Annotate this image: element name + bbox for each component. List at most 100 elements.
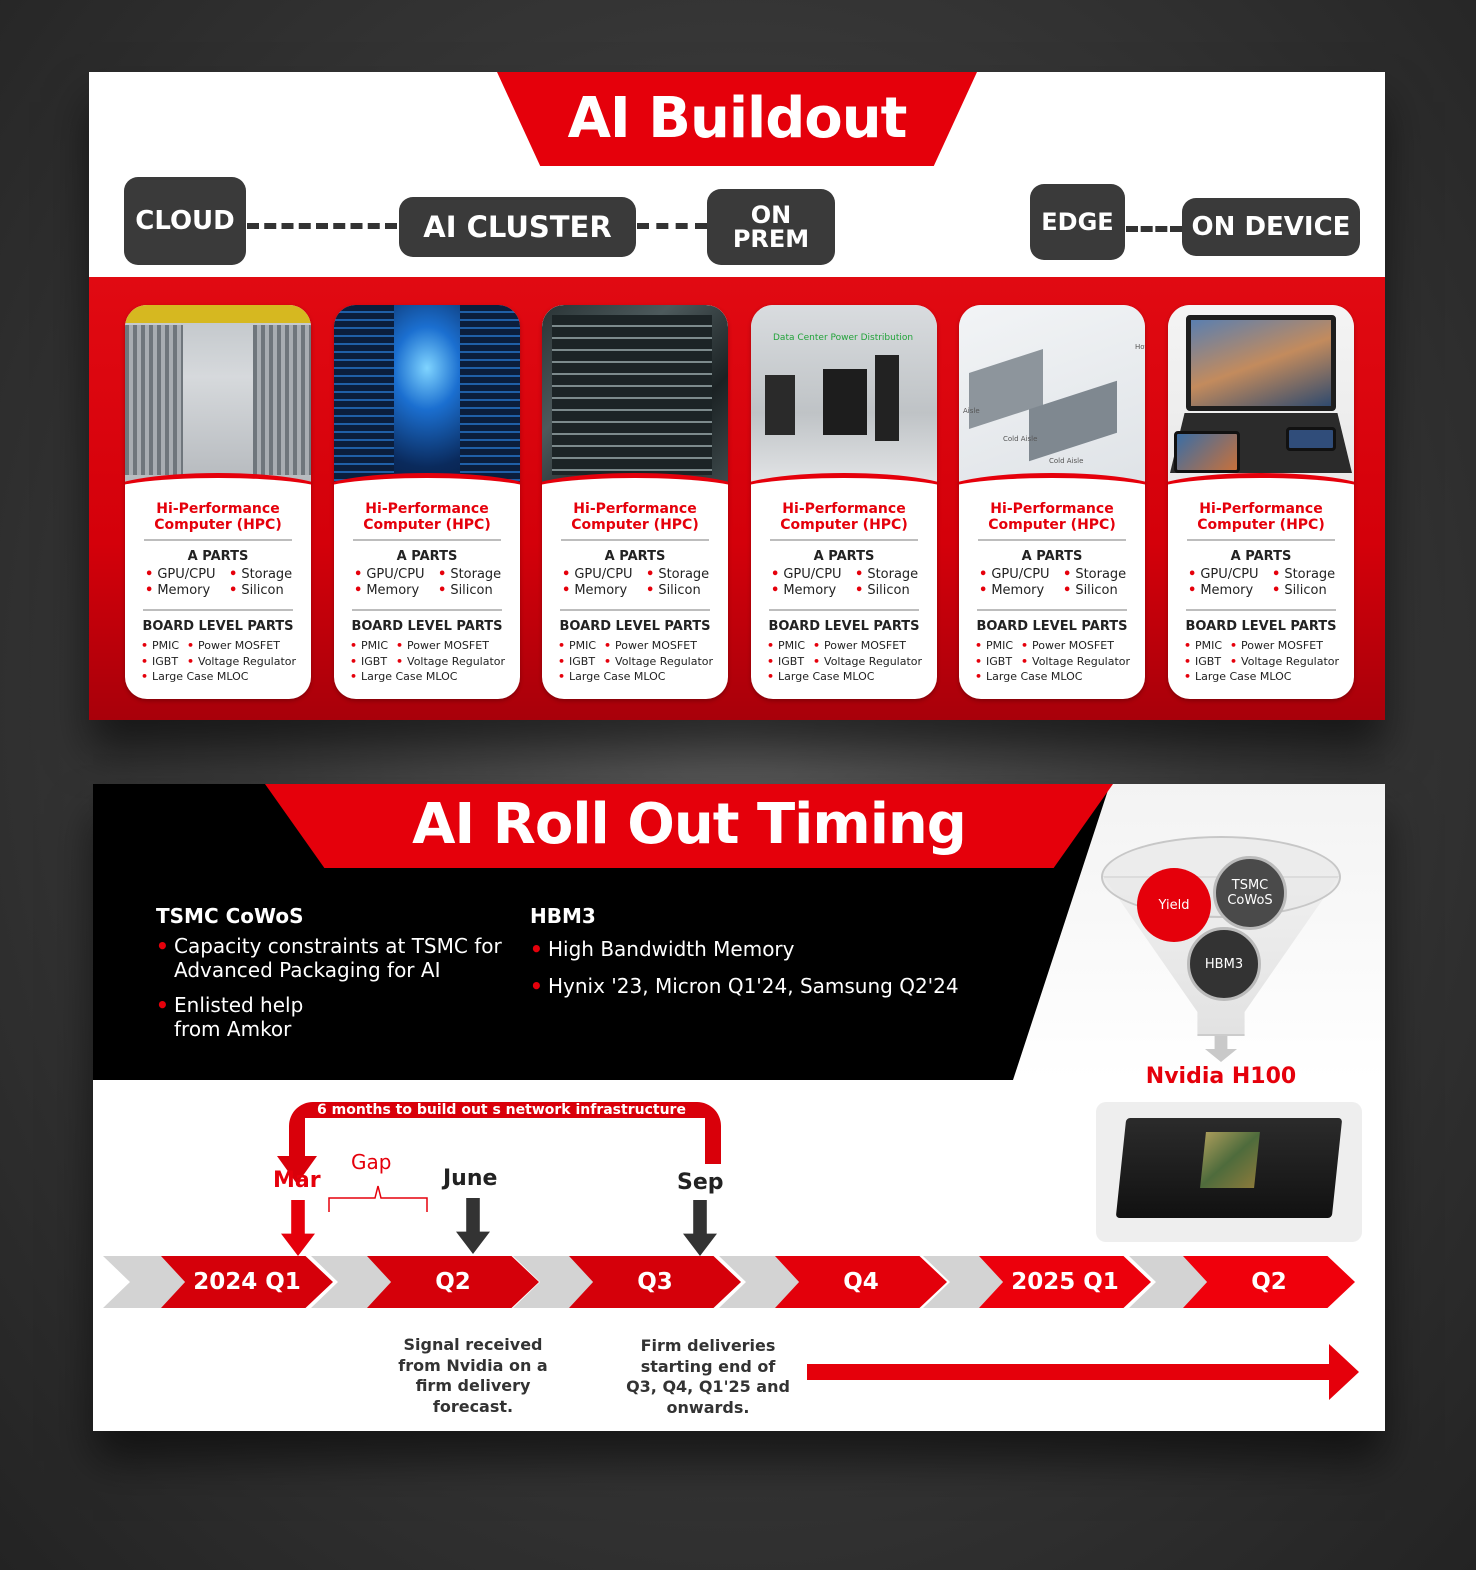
a-part-item: Storage: [1063, 567, 1135, 583]
a-part-item: Storage: [229, 567, 301, 583]
board-parts-list: PMICPower MOSFETIGBTVoltage RegulatorLar…: [141, 638, 311, 685]
a-parts-heading: A PARTS: [813, 549, 875, 564]
card-divider: [353, 539, 501, 541]
board-part-item: Large Case MLOC: [975, 669, 1131, 685]
a-part-item: GPU/CPU: [145, 567, 229, 583]
hbm3-circle: HBM3: [1187, 927, 1261, 1001]
a-part-item: GPU/CPU: [354, 567, 438, 583]
a-part-item: Memory: [771, 583, 855, 599]
board-part-item: Power MOSFET: [396, 638, 506, 654]
a-part-item: GPU/CPU: [1188, 567, 1272, 583]
board-parts-list: PMICPower MOSFETIGBTVoltage RegulatorLar…: [558, 638, 728, 685]
board-part-item: Voltage Regulator: [396, 654, 506, 670]
a-parts-heading: A PARTS: [604, 549, 666, 564]
down-arrow-icon: [281, 1200, 315, 1256]
board-part-item: IGBT: [558, 654, 604, 670]
a-parts-heading: A PARTS: [396, 549, 458, 564]
tier-ai-cluster: AI CLUSTER: [399, 197, 636, 257]
image-caption: Data Center Power Distribution: [773, 333, 914, 343]
hpc-card: Hi-Performance Computer (HPC) A PARTS GPU/…: [542, 305, 728, 699]
quarter-chevron: 2024 Q1: [161, 1256, 333, 1308]
arrow-right-icon: [1329, 1344, 1359, 1400]
card-divider: [352, 609, 502, 611]
board-part-item: Power MOSFET: [187, 638, 297, 654]
card-body: Hi-Performance Computer (HPC) A PARTS GPU/…: [542, 501, 728, 685]
a-part-item: Memory: [145, 583, 229, 599]
card-image: [125, 305, 311, 485]
a-part-item: Memory: [979, 583, 1063, 599]
tier-connector: [1126, 226, 1182, 232]
diagram-label: Cold Aisle: [1003, 435, 1038, 443]
card-body: Hi-Performance Computer (HPC)A PARTSGPU/…: [959, 501, 1145, 685]
card-curve: [125, 473, 311, 513]
a-parts-heading: A PARTS: [187, 549, 249, 564]
card-title: Hi-Performance Computer (HPC): [571, 501, 699, 533]
loop-arrow-inner: [305, 1118, 705, 1168]
board-part-item: IGBT: [350, 654, 396, 670]
a-parts-heading: A PARTS: [1230, 549, 1292, 564]
board-parts-heading: BOARD LEVEL PARTS: [1185, 619, 1337, 634]
card-title: Hi-Performance Computer (HPC): [780, 501, 908, 533]
card-divider: [1186, 609, 1336, 611]
a-parts-list: GPU/CPUStorageMemorySilicon: [562, 567, 728, 599]
board-part-item: Voltage Regulator: [1021, 654, 1131, 670]
quarter-chevron: Q3: [569, 1256, 741, 1308]
a-part-item: Silicon: [1063, 583, 1135, 599]
board-parts-heading: BOARD LEVEL PARTS: [976, 619, 1128, 634]
board-part-item: PMIC: [975, 638, 1021, 654]
board-part-item: Large Case MLOC: [1184, 669, 1340, 685]
board-parts-list: PMICPower MOSFETIGBTVoltage RegulatorLar…: [975, 638, 1145, 685]
board-part-item: IGBT: [975, 654, 1021, 670]
card-divider: [561, 539, 709, 541]
card-image: [1168, 305, 1354, 485]
board-parts-heading: BOARD LEVEL PARTS: [351, 619, 503, 634]
board-parts-list: PMICPower MOSFETIGBTVoltage RegulatorLar…: [767, 638, 937, 685]
board-parts-list: PMICPower MOSFETIGBTVoltage RegulatorLar…: [1184, 638, 1354, 685]
tier-connector: [637, 223, 707, 229]
month-sep: Sep: [677, 1170, 724, 1195]
title-tab: [265, 784, 1113, 868]
rack-image: [552, 315, 712, 475]
quarter-chevron: Q2: [1183, 1256, 1355, 1308]
tier-edge: EDGE: [1030, 184, 1125, 260]
hbm3-section-title: HBM3: [530, 904, 596, 928]
rack-image: [334, 305, 394, 485]
a-part-item: Storage: [855, 567, 927, 583]
card-body: Hi-Performance Computer (HPC)A PARTSGPU/…: [125, 501, 311, 685]
board-part-item: PMIC: [1184, 638, 1230, 654]
ai-rollout-panel: AI Roll Out Timing TSMC CoWoS Capacity c…: [93, 784, 1385, 1431]
tablet-image: [1174, 431, 1240, 473]
a-parts-heading: A PARTS: [1021, 549, 1083, 564]
rack-image: [253, 325, 311, 475]
hpc-card: Hi-Performance Computer (HPC)A PARTSGPU/…: [1168, 305, 1354, 699]
q3-note: Firm deliveries starting end of Q3, Q4, …: [626, 1336, 790, 1417]
quarter-chevron: Q4: [775, 1256, 947, 1308]
hpc-card: Hi-Performance Computer (HPC)A PARTSGPU/…: [125, 305, 311, 699]
board-part-item: Voltage Regulator: [1230, 654, 1340, 670]
a-part-item: GPU/CPU: [771, 567, 855, 583]
title-tab: [497, 72, 977, 166]
board-part-item: PMIC: [141, 638, 187, 654]
card-curve: [751, 473, 937, 513]
month-june: June: [443, 1166, 498, 1191]
card-body: Hi-Performance Computer (HPC)A PARTSGPU/…: [1168, 501, 1354, 685]
a-part-item: Storage: [646, 567, 718, 583]
cable-tray: [125, 305, 311, 323]
card-curve: [334, 473, 520, 513]
card-divider: [769, 609, 919, 611]
board-parts-list: PMICPower MOSFETIGBTVoltage RegulatorLar…: [350, 638, 520, 685]
card-divider: [978, 539, 1126, 541]
yield-circle: Yield: [1137, 868, 1211, 942]
card-divider: [144, 539, 292, 541]
tsmc-bullet: Capacity constraints at TSMC for Advance…: [156, 934, 516, 982]
board-part-item: Large Case MLOC: [558, 669, 714, 685]
a-parts-list: GPU/CPUStorageMemorySilicon: [145, 567, 311, 599]
quarter-chevron: Q2: [367, 1256, 539, 1308]
a-part-item: GPU/CPU: [979, 567, 1063, 583]
a-part-item: Memory: [562, 583, 646, 599]
card-image: [542, 305, 728, 485]
a-part-item: Silicon: [229, 583, 301, 599]
card-divider: [1187, 539, 1335, 541]
laptop-screen: [1186, 315, 1336, 411]
